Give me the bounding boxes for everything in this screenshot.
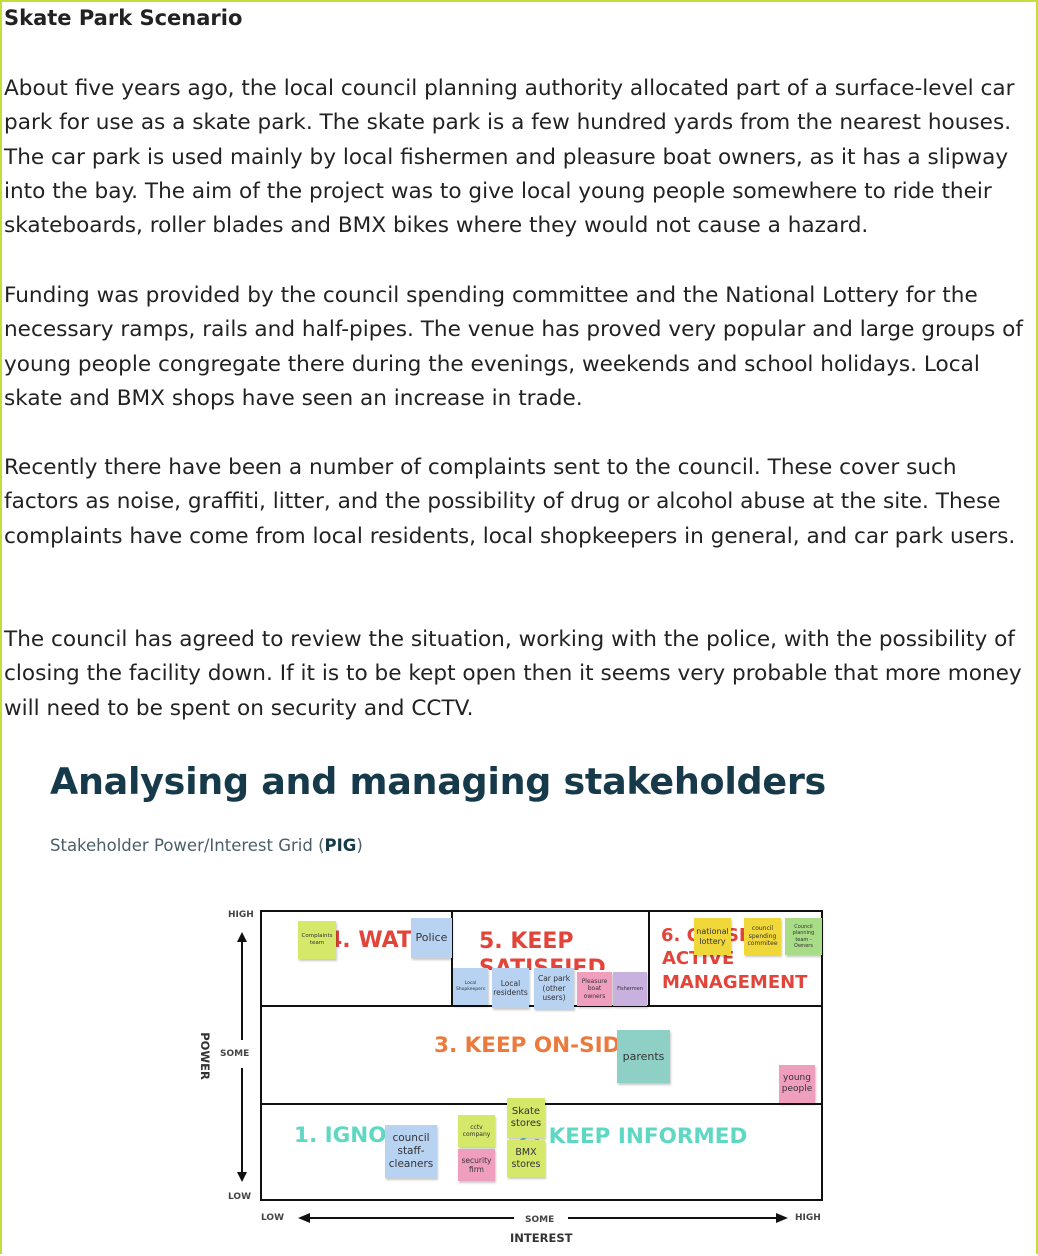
note-national-lottery: national lottery	[694, 918, 731, 955]
zone-keep-satisfied-label-2: SATISFIED	[479, 958, 606, 970]
interest-high-label: HIGH	[795, 1213, 821, 1223]
figure-heading: Analysing and managing stakeholders	[50, 760, 826, 803]
note-parents: parents	[617, 1030, 670, 1083]
power-high-label: HIGH	[228, 910, 254, 920]
note-fishermen: Fishermen	[613, 972, 647, 1006]
subheading-prefix: Stakeholder Power/Interest Grid (	[50, 836, 325, 855]
interest-axis-label: INTEREST	[510, 1231, 573, 1245]
note-bmx-stores: BMX stores	[507, 1140, 545, 1177]
note-car-park-users: Car park (other users)	[534, 968, 574, 1009]
figure-subheading: Stakeholder Power/Interest Grid (PIG)	[50, 836, 363, 855]
paragraph-1: About five years ago, the local council …	[4, 76, 1015, 239]
note-police: Police	[411, 918, 452, 958]
note-local-residents: Local residents	[492, 968, 529, 1008]
zone-keep-satisfied-label: 5. KEEP	[479, 929, 574, 954]
note-local-shopkeepers: Local Shopkeepers	[453, 968, 488, 1005]
note-young-people: young people	[779, 1065, 815, 1103]
note-security-firm: security firm	[458, 1149, 495, 1181]
note-council-staff-cleaners: council staff-cleaners	[385, 1125, 437, 1178]
zone-keep-informed-label: 2. KEEP INFORMED	[518, 1124, 748, 1149]
note-skate-stores: Skate stores	[507, 1098, 545, 1138]
interest-axis-arrow	[298, 1213, 788, 1223]
grid-divider-right	[648, 910, 650, 1007]
note-cctv-company: cctv company	[458, 1115, 495, 1147]
power-axis-label: POWER	[197, 1032, 212, 1080]
note-council-planning: Council planning team - Owners	[785, 918, 822, 955]
note-council-spending: council spending commitee	[744, 918, 781, 955]
zone-keep-onside-label: 3. KEEP ON-SIDE	[434, 1033, 636, 1058]
paragraph-4: The council has agreed to review the sit…	[4, 627, 1022, 721]
subheading-suffix: )	[356, 836, 363, 855]
power-interest-grid	[260, 910, 823, 1201]
power-low-label: LOW	[228, 1192, 251, 1202]
power-axis-arrow	[237, 932, 247, 1182]
zone-keep-satisfied-line2-clip: SATISFIED	[479, 958, 619, 970]
interest-some-label: SOME	[525, 1215, 555, 1225]
interest-low-label: LOW	[261, 1213, 284, 1223]
subheading-bold: PIG	[324, 836, 357, 855]
document-title: Skate Park Scenario	[4, 6, 243, 30]
zone-active-label-3: MANAGEMENT	[662, 972, 808, 993]
note-complaints-team: Complaints team	[298, 921, 336, 959]
paragraph-3: Recently there have been a number of com…	[4, 455, 1016, 549]
paragraph-2: Funding was provided by the council spen…	[4, 283, 1023, 411]
power-some-label: SOME	[220, 1049, 250, 1059]
note-pleasure-boat-owners: Pleasure boat owners	[577, 972, 612, 1006]
grid-divider-left	[451, 910, 453, 1007]
